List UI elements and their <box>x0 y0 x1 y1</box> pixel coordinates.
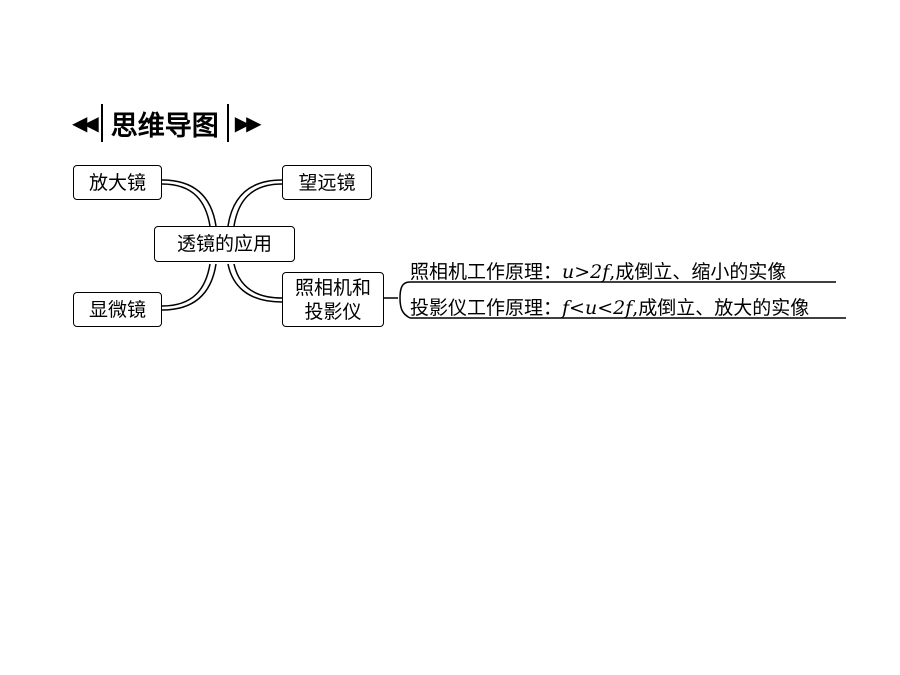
node-microscope-label: 显微镜 <box>88 298 146 321</box>
camera-rule: 照相机工作原理：u>2f,成倒立、缩小的实像 <box>410 257 786 284</box>
node-telescope-label: 望远镜 <box>298 171 356 194</box>
camera-rule-formula: u>2f <box>562 261 610 283</box>
projector-rule: 投影仪工作原理：f<u<2f,成倒立、放大的实像 <box>410 293 809 320</box>
node-center-label: 透镜的应用 <box>176 233 272 255</box>
node-magnifier-label: 放大镜 <box>88 171 146 194</box>
node-camera-projector-line2: 投影仪 <box>304 300 362 323</box>
node-camera-projector-line1: 照相机和 <box>294 276 371 299</box>
projector-rule-suffix: ,成倒立、放大的实像 <box>632 297 810 319</box>
page-title: 思维导图 <box>110 110 219 142</box>
node-telescope: 望远镜 <box>282 165 372 200</box>
mindmap-header: ◀◀ 思维导图 ▶▶ <box>72 103 262 143</box>
node-camera-projector: 照相机和 投影仪 <box>282 272 384 327</box>
double-left-arrow-icon: ◀◀ <box>72 111 99 135</box>
camera-rule-suffix: ,成倒立、缩小的实像 <box>609 261 787 283</box>
header-divider-left <box>100 104 103 142</box>
node-center: 透镜的应用 <box>154 226 295 262</box>
projector-rule-formula: f<u<2f <box>562 297 633 319</box>
node-microscope: 显微镜 <box>73 292 162 327</box>
header-divider-right <box>226 104 229 142</box>
camera-rule-prefix: 照相机工作原理： <box>410 261 563 283</box>
double-right-arrow-icon: ▶▶ <box>234 111 262 135</box>
projector-rule-prefix: 投影仪工作原理： <box>410 297 563 319</box>
node-magnifier: 放大镜 <box>73 165 162 200</box>
